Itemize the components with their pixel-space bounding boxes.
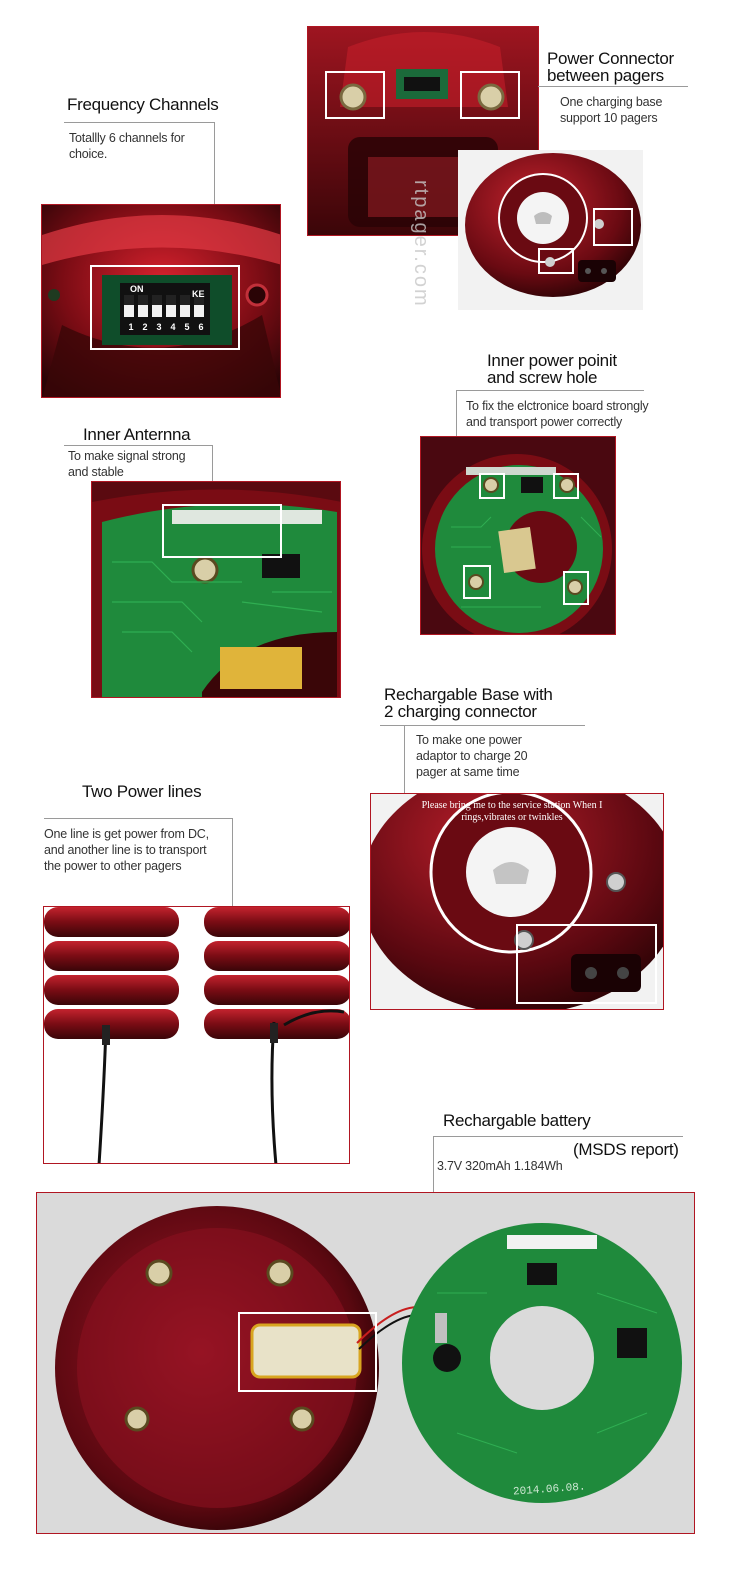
watermark-top: rtpager.com — [410, 180, 432, 308]
dip-on-label: ON — [130, 284, 144, 294]
inner-board-photo — [420, 436, 616, 635]
antenna-leader — [212, 445, 213, 481]
dip-switch-highlight — [90, 265, 240, 350]
base-divider — [380, 725, 585, 726]
connector-right-highlight — [460, 71, 520, 119]
dip-ke-label: KE — [192, 289, 205, 299]
charging-base-photo: Please bring me to the service station W… — [370, 793, 664, 1010]
battery-photo: 2014.06.08. — [36, 1192, 695, 1534]
base-top-bottom-highlight — [538, 248, 574, 274]
antenna-divider — [64, 445, 212, 446]
inner-point-description: To fix the elctronice board strongly and… — [466, 399, 649, 429]
frequency-description: Totallly 6 channels for choice. — [69, 131, 185, 161]
base-leader — [404, 725, 405, 793]
screw-hole-highlight-2 — [553, 473, 579, 499]
frequency-leader — [214, 122, 215, 204]
battery-leader — [433, 1136, 434, 1192]
charging-connector-highlight — [516, 924, 657, 1004]
battery-spec: 3.7V 320mAh 1.184Wh — [437, 1159, 563, 1173]
connector-description: One charging base support 10 pagers — [560, 95, 663, 125]
screw-hole-highlight-3 — [463, 565, 491, 599]
rechargeable-base-title: Rechargable Base with 2 charging connect… — [384, 685, 553, 721]
power-connector-title: Power Connector between pagers — [547, 49, 674, 85]
connector-left-highlight — [325, 71, 385, 119]
battery-divider — [433, 1136, 683, 1137]
base-ring-text: Please bring me to the service station W… — [421, 800, 603, 823]
power-lines-divider — [44, 818, 232, 819]
battery-highlight — [238, 1312, 377, 1392]
power-lines-leader — [232, 818, 233, 906]
power-lines-description: One line is get power from DC, and anoth… — [44, 827, 209, 873]
screw-hole-highlight-4 — [563, 571, 589, 605]
connector-divider — [538, 86, 688, 87]
antenna-highlight — [162, 504, 282, 558]
inner-point-leader — [456, 390, 457, 436]
base-top-right-highlight — [593, 208, 633, 246]
inner-antenna-title: Inner Anternna — [83, 425, 191, 444]
frequency-channels-title: Frequency Channels — [67, 95, 219, 114]
base-description: To make one power adaptor to charge 20 p… — [416, 733, 528, 779]
antenna-description: To make signal strong and stable — [68, 449, 186, 479]
inner-point-divider — [456, 390, 644, 391]
frequency-divider — [64, 122, 214, 123]
antenna-photo — [91, 481, 341, 698]
power-lines-photo — [43, 906, 350, 1164]
charging-base-top-photo — [458, 150, 643, 310]
two-power-lines-title: Two Power lines — [82, 782, 202, 801]
screw-hole-highlight-1 — [479, 473, 505, 499]
battery-title: Rechargable battery — [443, 1111, 591, 1130]
inner-power-point-title: Inner power poinit and screw hole — [487, 351, 617, 387]
msds-report-label: (MSDS report) — [573, 1140, 679, 1159]
